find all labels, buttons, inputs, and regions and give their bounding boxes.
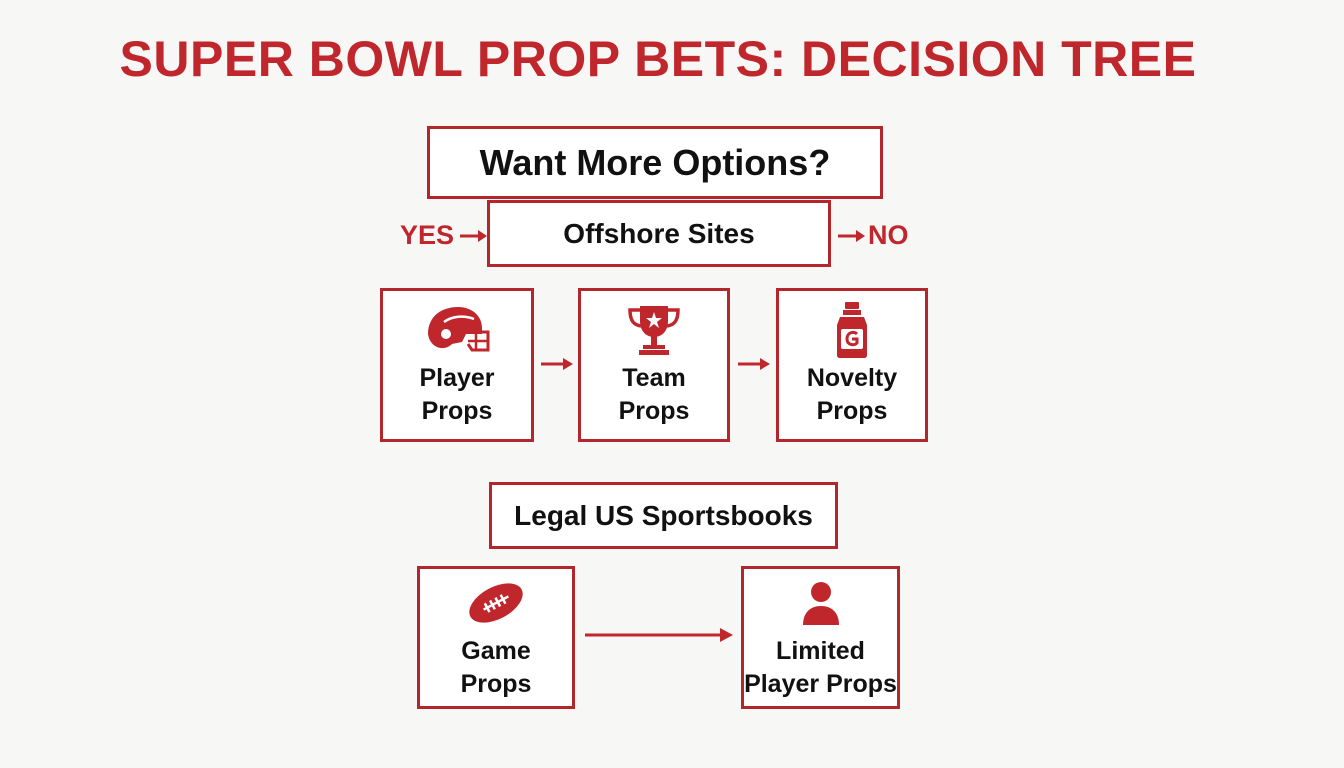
question-label: Want More Options? [479,141,831,183]
football-icon [464,575,528,631]
arrow-right-icon [838,229,865,242]
limited-player-props-card: Limited Player Props [741,566,900,709]
game-props-card: Game Props [417,566,575,709]
arrow-right-icon [460,229,488,242]
yes-label-text: YES [400,220,455,250]
novelty-props-card: Novelty Props [776,288,928,442]
arrow-team-to-novelty [738,358,770,370]
player-props-card: Player Props [380,288,534,442]
game-props-line-2: Props [460,669,532,698]
diagram-title: SUPER BOWL PROP BETS: DECISION TREE [119,31,1197,87]
football-helmet-icon [422,302,492,358]
limited-player-props-line-2: Player Props [744,669,897,698]
person-icon [799,575,843,631]
trophy-icon [626,302,682,358]
team-props-line-1: Team [622,364,686,392]
arrow-game-to-limited [585,628,733,642]
offshore-sites-box: Offshore Sites [487,200,831,267]
legal-us-sportsbooks-box: Legal US Sportsbooks [489,482,838,549]
no-branch-label: NO [836,220,909,251]
no-label-text: NO [868,220,909,250]
team-props-line-2: Props [618,397,690,425]
limited-player-props-line-1: Limited [776,636,865,665]
yes-branch-label: YES [400,220,488,251]
novelty-props-line-1: Novelty [806,364,898,392]
player-props-line-2: Props [421,397,493,425]
arrow-player-to-team [541,358,573,370]
player-props-line-1: Player [419,364,495,392]
legal-us-sportsbooks-label: Legal US Sportsbooks [514,499,813,531]
game-props-line-1: Game [461,636,531,665]
novelty-props-line-2: Props [816,397,888,425]
team-props-card: Team Props [578,288,730,442]
question-box: Want More Options? [427,126,883,199]
gatorade-bottle-icon [834,302,870,358]
offshore-sites-label: Offshore Sites [563,217,755,249]
